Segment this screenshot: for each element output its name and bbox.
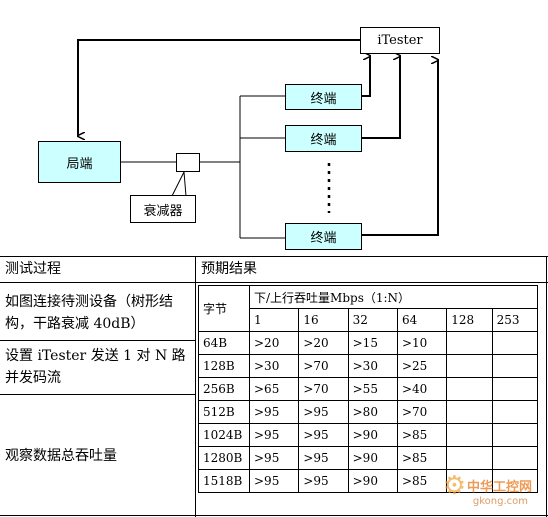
throughput-cell: >90 bbox=[347, 469, 398, 493]
inner-header-row: 字节下/上行吞吐量Mbps（1:N） bbox=[198, 285, 538, 332]
header-expected-result: 预期结果 bbox=[201, 261, 257, 277]
throughput-cell: >20 bbox=[248, 331, 300, 355]
frame-size-cell: 1024B bbox=[198, 423, 250, 447]
step-3-text: 观察数据总吞吐量 bbox=[5, 448, 117, 464]
throughput-cell: >30 bbox=[248, 354, 300, 378]
gear-icon: ⚙ bbox=[442, 471, 466, 501]
table-row: 128B>30>70>30>25 bbox=[198, 354, 539, 378]
table-row: 256B>65>70>55>40 bbox=[198, 377, 539, 401]
throughput-cell bbox=[446, 400, 493, 424]
terminal-label: 终端 bbox=[310, 91, 337, 107]
office-box: 局端 bbox=[38, 141, 121, 183]
main-table-grid bbox=[0, 256, 548, 517]
arrow-term3-itester bbox=[362, 60, 439, 236]
attenuator-callout bbox=[171, 170, 187, 197]
throughput-cell: >95 bbox=[248, 423, 300, 447]
throughput-cell: >55 bbox=[347, 377, 398, 401]
terminal-label: 终端 bbox=[310, 133, 337, 148]
throughput-cell: >95 bbox=[298, 400, 349, 424]
watermark-site: gkong.com bbox=[472, 496, 528, 507]
throughput-header: 下/上行吞吐量Mbps（1:N） bbox=[249, 285, 538, 309]
topology-diagram bbox=[77, 39, 439, 239]
table-row: 1280B>95>95>90>85 bbox=[198, 446, 539, 470]
throughput-cell: >85 bbox=[396, 469, 448, 493]
frame-size-cell: 64B bbox=[198, 331, 250, 355]
throughput-cell: >20 bbox=[298, 331, 349, 355]
throughput-cell bbox=[446, 331, 493, 355]
throughput-cell: >10 bbox=[396, 331, 448, 355]
arrow-term2-itester bbox=[362, 56, 401, 139]
throughput-cell bbox=[491, 331, 539, 355]
throughput-cell: >70 bbox=[298, 354, 349, 378]
n-value-cell: 32 bbox=[347, 308, 398, 332]
throughput-cell bbox=[491, 400, 539, 424]
line-itester-to-office bbox=[77, 39, 360, 136]
attenuator-symbol bbox=[176, 153, 200, 172]
terminal-box-1: 终端 bbox=[285, 84, 362, 110]
throughput-cell: >95 bbox=[248, 400, 300, 424]
throughput-cell: >70 bbox=[396, 400, 448, 424]
throughput-cell bbox=[491, 377, 539, 401]
throughput-cell: >90 bbox=[347, 446, 398, 470]
throughput-cell: >95 bbox=[298, 423, 349, 447]
throughput-cell bbox=[446, 377, 493, 401]
header-test-process: 测试过程 bbox=[5, 261, 61, 277]
frame-size-cell: 1518B bbox=[198, 469, 250, 493]
frame-size-cell: 1280B bbox=[198, 446, 250, 470]
throughput-cell: >15 bbox=[347, 331, 398, 355]
arrow-term1-itester bbox=[362, 56, 371, 97]
frame-size-cell: 128B bbox=[198, 354, 250, 378]
n-value-cell: 16 bbox=[298, 308, 349, 332]
n-value-cell: 128 bbox=[446, 308, 493, 332]
throughput-cell bbox=[446, 423, 493, 447]
throughput-cell bbox=[491, 354, 539, 378]
throughput-cell: >95 bbox=[248, 469, 300, 493]
throughput-cell: >85 bbox=[396, 446, 448, 470]
table-row: 1024B>95>95>90>85 bbox=[198, 423, 539, 447]
throughput-cell: >85 bbox=[396, 423, 448, 447]
table-row: 512B>95>95>80>70 bbox=[198, 400, 539, 424]
throughput-cell bbox=[446, 446, 493, 470]
itester-box: iTester bbox=[360, 27, 440, 54]
throughput-cell: >90 bbox=[347, 423, 398, 447]
throughput-cell: >25 bbox=[396, 354, 448, 378]
throughput-cell: >80 bbox=[347, 400, 398, 424]
terminal-box-3: 终端 bbox=[285, 223, 362, 250]
terminal-label: 终端 bbox=[310, 231, 337, 246]
step-1-text: 如图连接待测设备（树形结构，干路衰减 40dB） bbox=[5, 294, 173, 332]
n-value-cell: 253 bbox=[491, 308, 539, 332]
step-2-text: 设置 iTester 发送 1 对 N 路并发码流 bbox=[5, 348, 186, 386]
table-row: 1518B>95>95>90>85 bbox=[198, 469, 539, 493]
frame-size-cell: 512B bbox=[198, 400, 250, 424]
watermark-brand: 中华工控网 bbox=[466, 480, 532, 495]
itester-label: iTester bbox=[377, 33, 423, 48]
throughput-cell: >95 bbox=[298, 446, 349, 470]
attenuator-label-box: 衰减器 bbox=[130, 195, 196, 223]
throughput-cell: >40 bbox=[396, 377, 448, 401]
table-row: 64B>20>20>15>10 bbox=[198, 331, 539, 355]
throughput-cell: >95 bbox=[298, 469, 349, 493]
n-value-cell: 64 bbox=[396, 308, 448, 332]
throughput-cell bbox=[491, 469, 539, 493]
n-value-cell: 1 bbox=[248, 308, 300, 332]
office-label: 局端 bbox=[66, 156, 93, 172]
byte-header: 字节 bbox=[198, 285, 250, 332]
terminal-box-2: 终端 bbox=[285, 125, 362, 152]
throughput-cell: >30 bbox=[347, 354, 398, 378]
attenuator-label: 衰减器 bbox=[143, 203, 183, 219]
throughput-cell bbox=[446, 354, 493, 378]
throughput-cell bbox=[491, 446, 539, 470]
throughput-cell: >95 bbox=[248, 446, 300, 470]
throughput-cell: >65 bbox=[248, 377, 300, 401]
throughput-cell bbox=[491, 423, 539, 447]
throughput-cell: >70 bbox=[298, 377, 349, 401]
frame-size-cell: 256B bbox=[198, 377, 250, 401]
